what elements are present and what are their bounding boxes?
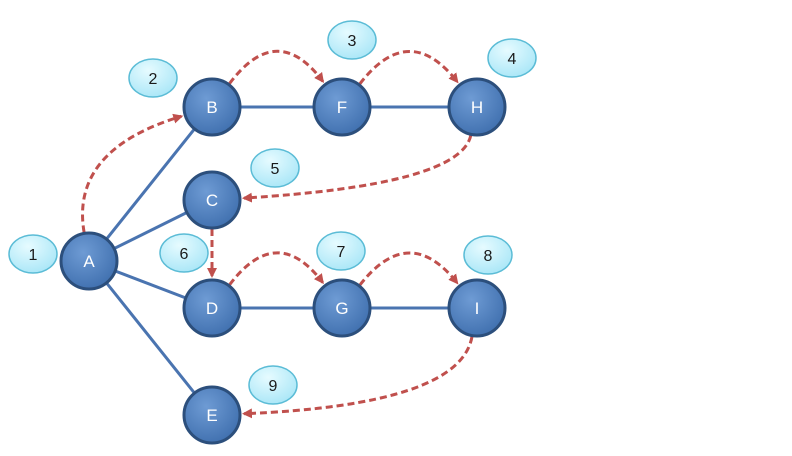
step-badge-4: 4: [487, 38, 537, 78]
step-number: 2: [149, 71, 158, 88]
node-circle: [182, 170, 242, 230]
step-badge-2: 2: [128, 58, 178, 98]
step-badge-3: 3: [327, 20, 377, 60]
step-badge-shape: [487, 38, 537, 78]
step-badge-1: 1: [8, 234, 58, 274]
node-label: B: [206, 98, 217, 117]
step-number: 8: [484, 248, 493, 265]
step-badge-shape: [159, 233, 209, 273]
step-badge-6: 6: [159, 233, 209, 273]
node-c: C: [182, 170, 242, 230]
node-circle: [182, 385, 242, 445]
node-i: I: [447, 278, 507, 338]
node-circle: [447, 278, 507, 338]
step-badge-9: 9: [248, 365, 298, 405]
steps-layer: 1 2 3 4 5 6 7 8 9: [8, 20, 537, 405]
node-label: D: [206, 299, 218, 318]
step-badge-shape: [8, 234, 58, 274]
node-circle: [59, 231, 119, 291]
step-number: 7: [337, 244, 346, 261]
node-a: A: [59, 231, 119, 291]
node-label: I: [475, 299, 480, 318]
node-label: A: [83, 252, 95, 271]
traversal-arrow-h-c: [241, 134, 473, 203]
step-number: 5: [271, 161, 280, 178]
traversal-arrow-i-e: [241, 336, 474, 419]
traversal-arrow-b-f: [228, 49, 325, 85]
node-f: F: [312, 77, 372, 137]
step-badge-shape: [248, 365, 298, 405]
traversal-arrow-g-i: [358, 251, 459, 287]
step-badge-shape: [250, 148, 300, 188]
node-b: B: [182, 77, 242, 137]
node-e: E: [182, 385, 242, 445]
step-badge-7: 7: [316, 231, 366, 271]
step-badge-8: 8: [463, 235, 513, 275]
edge-a-e: [87, 260, 214, 416]
traversal-arrow-d-g: [228, 251, 324, 286]
node-circle: [312, 77, 372, 137]
node-label: G: [335, 299, 348, 318]
step-badge-shape: [327, 20, 377, 60]
node-h: H: [447, 77, 507, 137]
traversal-arrow-a-b: [81, 113, 184, 233]
node-circle: [182, 77, 242, 137]
traversal-arrow-f-h: [358, 49, 459, 85]
step-number: 6: [180, 246, 189, 263]
node-label: C: [206, 191, 218, 210]
node-label: F: [337, 98, 347, 117]
node-circle: [182, 278, 242, 338]
node-d: D: [182, 278, 242, 338]
step-badge-shape: [316, 231, 366, 271]
node-label: H: [471, 98, 483, 117]
step-badge-shape: [463, 235, 513, 275]
step-number: 9: [269, 378, 278, 395]
step-badge-shape: [128, 58, 178, 98]
node-g: G: [312, 278, 372, 338]
step-number: 1: [29, 247, 38, 264]
edge-a-b: [87, 106, 214, 262]
node-circle: [447, 77, 507, 137]
traversal-layer: [81, 49, 474, 419]
step-badge-5: 5: [250, 148, 300, 188]
step-number: 3: [348, 33, 357, 50]
node-circle: [312, 278, 372, 338]
node-label: E: [206, 406, 217, 425]
nodes-layer: A B C D E F G H I: [59, 77, 507, 445]
step-number: 4: [508, 51, 517, 68]
